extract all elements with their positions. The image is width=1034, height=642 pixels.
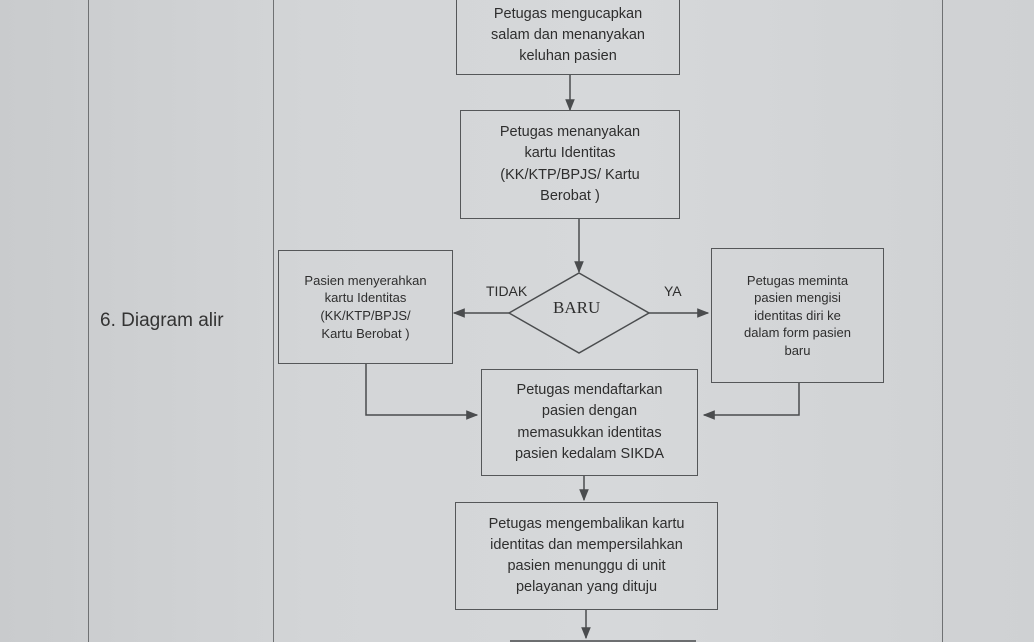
step-greet-line-2: salam dan menanyakan [491, 26, 645, 43]
step-ask-id-line-2: kartu Identitas [524, 145, 616, 162]
step-new-form-line-1: Petugas meminta [746, 272, 849, 288]
arrow-hand-id-to-register [365, 364, 479, 420]
table-column-divider [273, 0, 274, 642]
step-ask-id-box: Petugas menanyakan kartu Identitas (KK/K… [460, 110, 680, 219]
decision-diamond [507, 272, 651, 354]
branch-no-label: TIDAK [486, 283, 528, 299]
step-register-line-1: Petugas mendaftarkan [516, 382, 663, 399]
step-ask-id-line-1: Petugas menanyakan [499, 124, 641, 141]
table-border-left [88, 0, 89, 642]
step-new-form-box: Petugas meminta pasien mengisi identitas… [711, 248, 884, 383]
step-greet-box: Petugas mengucapkan salam dan menanyakan… [456, 0, 680, 75]
step-hand-id-box: Pasien menyerahkan kartu Identitas (KK/K… [278, 250, 453, 364]
step-hand-id-line-3: (KK/KTP/BPJS/ [320, 308, 411, 323]
step-register-line-4: pasien kedalam SIKDA [514, 445, 665, 462]
step-return-line-3: pasien menunggu di unit [507, 558, 666, 574]
step-greet-line-3: keluhan pasien [519, 48, 617, 64]
step-new-form-line-2: pasien mengisi [754, 290, 841, 306]
step-new-form-line-3: identitas diri ke [754, 307, 841, 323]
step-greet-line-1: Petugas mengucapkan [493, 5, 643, 22]
step-register-line-2: pasien dengan [541, 403, 638, 420]
branch-yes-label: YA [664, 283, 682, 299]
step-register-box: Petugas mendaftarkan pasien dengan memas… [481, 369, 698, 476]
step-register-line-3: memasukkan identitas [517, 424, 662, 441]
step-new-form-line-4: dalam form pasien [744, 325, 851, 341]
step-return-box: Petugas mengembalikan kartu identitas da… [455, 502, 718, 610]
step-hand-id-line-2: kartu Identitas [324, 290, 407, 306]
section-label: 6. Diagram alir [100, 310, 224, 331]
step-return-line-4: pelayanan yang dituju [515, 579, 658, 596]
arrow-new-form-to-register [702, 383, 800, 420]
step-ask-id-line-3: (KK/KTP/BPJS/ Kartu [500, 166, 640, 183]
step-return-line-1: Petugas mengembalikan kartu [488, 515, 685, 532]
step-hand-id-line-1: Pasien menyerahkan [304, 272, 427, 288]
step-ask-id-line-4: Berobat ) [540, 187, 600, 204]
step-hand-id-line-4: Kartu Berobat ) [321, 325, 410, 341]
step-return-line-2: identitas dan mempersilahkan [490, 536, 683, 553]
table-border-right [942, 0, 943, 642]
decision-label: BARU [553, 298, 601, 317]
step-new-form-line-5: baru [784, 342, 811, 358]
